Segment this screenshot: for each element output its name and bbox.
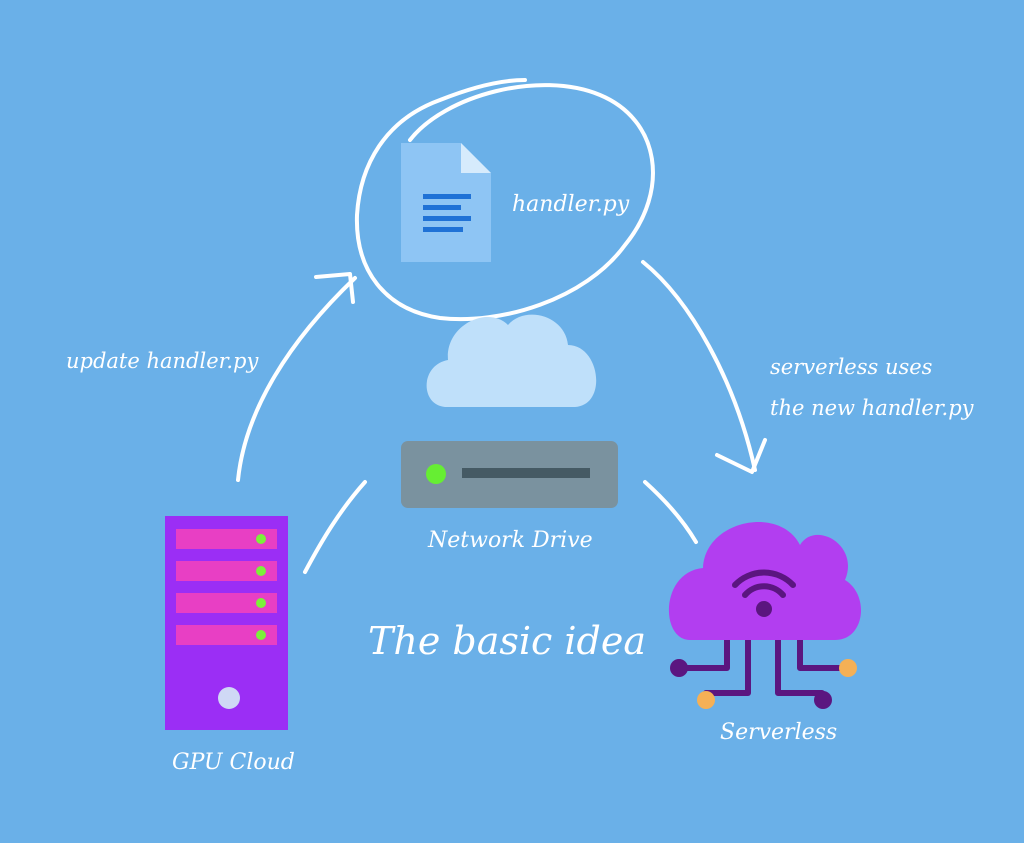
uses-edge-label-line2: the new handler.py <box>770 396 974 420</box>
link-gpu-drive <box>303 480 367 574</box>
uses-edge-label-line1: serverless uses <box>770 355 933 379</box>
serverless-label: Serverless <box>720 720 838 745</box>
file-label: handler.py <box>512 192 630 217</box>
storage-drive-icon <box>401 441 618 508</box>
update-edge-label: update handler.py <box>66 349 259 373</box>
gpu-cloud-label: GPU Cloud <box>172 750 295 775</box>
document-icon <box>401 143 491 262</box>
link-drive-serverless <box>643 480 698 544</box>
arrow-uses <box>641 260 757 472</box>
server-tower-icon <box>165 516 288 730</box>
cloud-icon <box>426 314 597 407</box>
arrow-update-head <box>314 272 355 304</box>
arrow-uses-head <box>715 438 767 474</box>
arrow-update <box>236 276 357 482</box>
network-drive-label: Network Drive <box>428 528 593 553</box>
wifi-cloud-icon <box>668 521 862 709</box>
diagram-title: The basic idea <box>368 619 647 663</box>
